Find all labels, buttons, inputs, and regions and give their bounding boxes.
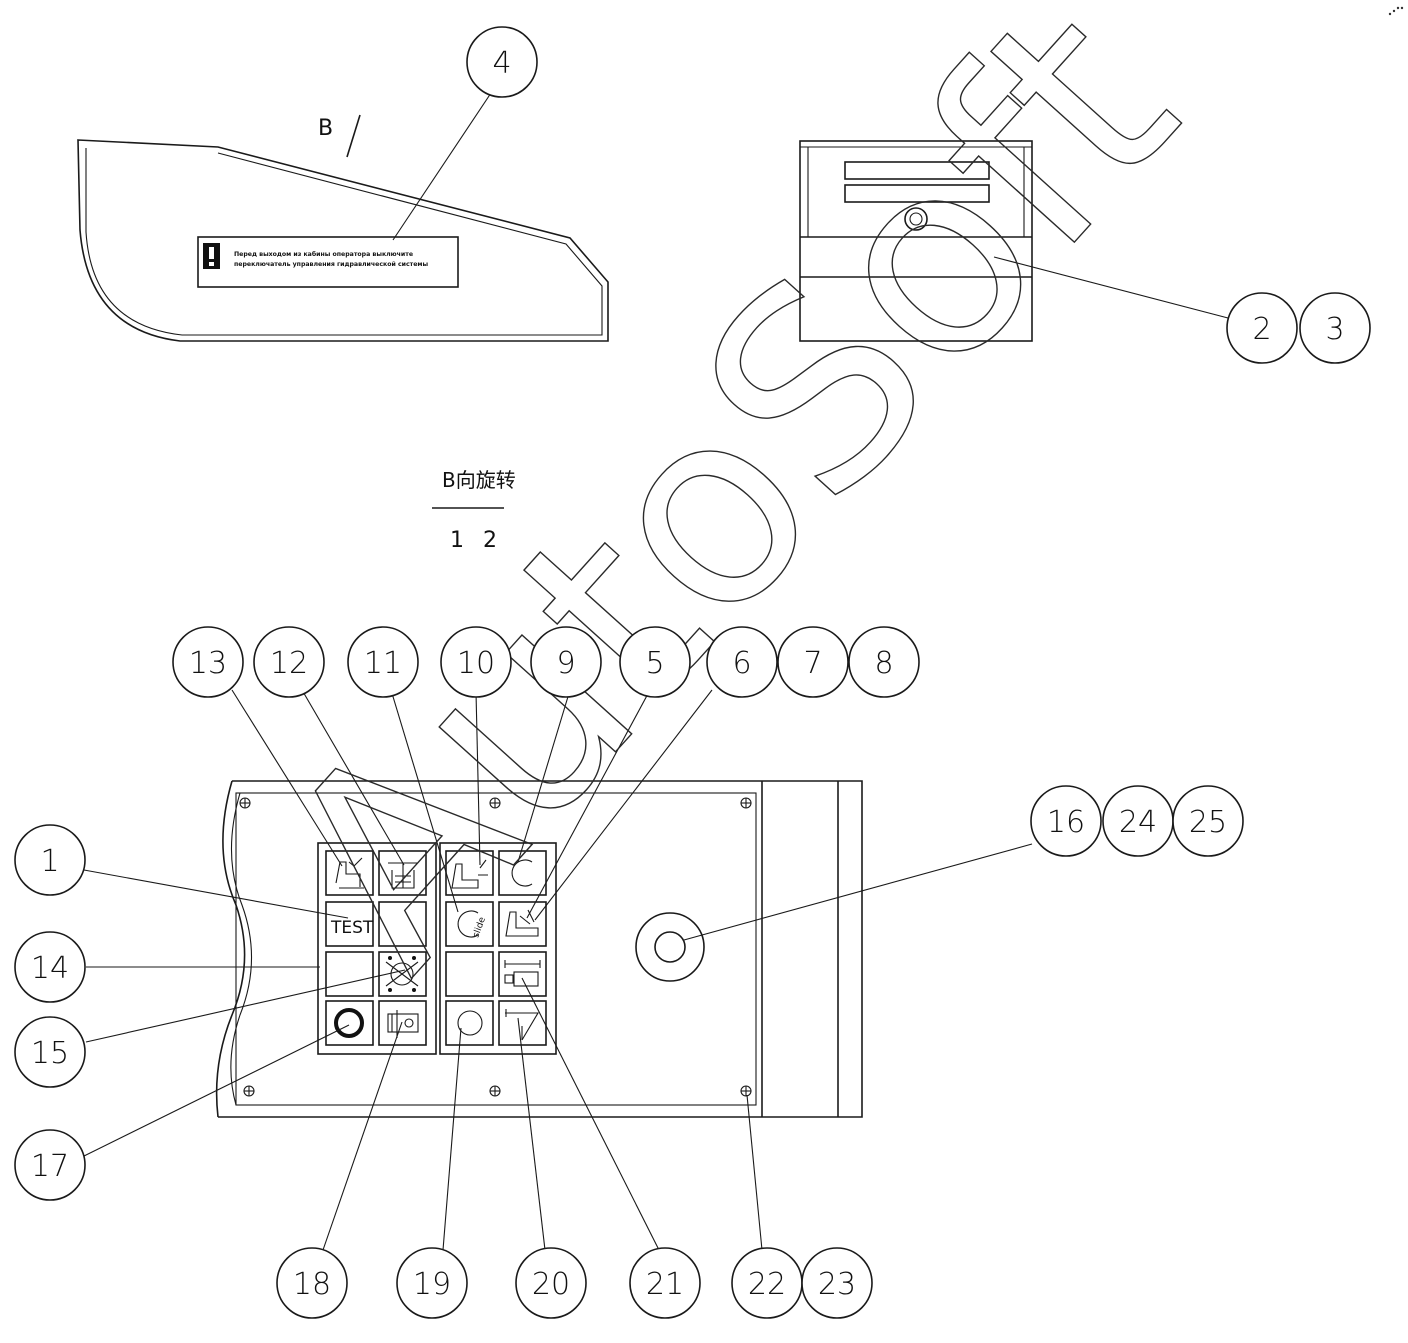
svg-text:11: 11	[364, 646, 402, 681]
panel-button-13[interactable]	[325, 850, 374, 896]
panel-button-1[interactable]	[325, 901, 374, 947]
leader-lines	[81, 89, 1229, 1251]
svg-text:24: 24	[1119, 805, 1157, 840]
panel-button-14[interactable]	[325, 951, 374, 997]
corner-mark-icon	[1388, 6, 1404, 16]
panel-button-20[interactable]	[498, 1000, 547, 1046]
rotate-icon	[511, 859, 533, 887]
round-switch[interactable]	[635, 912, 705, 982]
balloon-20: 20	[515, 1247, 587, 1319]
extend-icon	[504, 960, 541, 987]
svg-text:7: 7	[803, 646, 822, 681]
warning-text-2: переключатель управления гидравлической …	[234, 260, 428, 268]
balloon-9: 9	[530, 626, 602, 698]
balloon-16: 16	[1030, 785, 1102, 857]
svg-text:9: 9	[556, 646, 575, 681]
svg-text:8: 8	[874, 646, 893, 681]
svg-text:1: 1	[40, 844, 59, 879]
balloon-17: 17	[14, 1129, 86, 1201]
balloon-4: 4	[466, 26, 538, 98]
balloon-22: 22	[731, 1247, 803, 1319]
svg-text:10: 10	[457, 646, 495, 681]
screw-icon	[239, 797, 752, 1097]
balloon-1: 1	[14, 824, 86, 896]
svg-text:19: 19	[413, 1267, 451, 1302]
panel-button-5[interactable]	[498, 901, 547, 947]
button-grid-left	[325, 850, 427, 1046]
hydraulic-icon	[385, 956, 419, 992]
balloon-3: 3	[1299, 292, 1371, 364]
svg-text:14: 14	[31, 951, 69, 986]
balloon-6: 6	[706, 626, 778, 698]
warning-label	[197, 236, 459, 288]
panel-button-18[interactable]	[378, 1000, 427, 1046]
balloon-11: 11	[347, 626, 419, 698]
slide-rotate-icon	[457, 910, 479, 938]
svg-text:23: 23	[818, 1267, 856, 1302]
arm-up-icon	[451, 859, 488, 889]
valve-icon	[387, 1010, 419, 1038]
balloon-18: 18	[276, 1247, 348, 1319]
svg-text:15: 15	[31, 1036, 69, 1071]
panel-button-11[interactable]	[445, 901, 494, 947]
warning-text-1: Перед выходом из кабины оператора выключ…	[234, 250, 413, 258]
svg-text:2: 2	[1252, 312, 1271, 347]
front-view	[799, 140, 1033, 342]
rotation-note: B向旋转 1 2	[432, 468, 516, 553]
balloon-5: 5	[619, 626, 691, 698]
svg-text:3: 3	[1325, 312, 1344, 347]
balloon-10: 10	[440, 626, 512, 698]
svg-text:12: 12	[270, 646, 308, 681]
svg-text:6: 6	[732, 646, 751, 681]
panel-button-blank-a[interactable]	[378, 901, 427, 947]
svg-text:4: 4	[492, 46, 511, 81]
balloon-7: 7	[777, 626, 849, 698]
panel-button-15[interactable]	[378, 951, 427, 997]
svg-text:22: 22	[748, 1267, 786, 1302]
balloon-15: 15	[14, 1016, 86, 1088]
circle-button-icon	[457, 1010, 483, 1036]
part-balloons: 4 2 3 13 12 11 10 9 5 6 7 8 1 14 15 17 1…	[14, 26, 1371, 1319]
control-panel: TEST slide	[215, 780, 863, 1118]
panel-button-9[interactable]	[498, 850, 547, 896]
button-grid-right	[445, 850, 547, 1046]
balloon-23: 23	[801, 1247, 873, 1319]
panel-button-blank-b[interactable]	[445, 951, 494, 997]
balloon-12: 12	[253, 626, 325, 698]
test-label: TEST	[330, 918, 374, 938]
excavator-icon	[335, 857, 364, 889]
bucket-icon	[388, 862, 418, 889]
svg-text:5: 5	[645, 646, 664, 681]
rotation-scale: 1 2	[450, 528, 503, 553]
panel-button-12[interactable]	[378, 850, 427, 896]
panel-button-17[interactable]	[325, 1000, 374, 1046]
balloon-2: 2	[1226, 292, 1298, 364]
svg-text:18: 18	[293, 1267, 331, 1302]
retract-icon	[505, 1009, 539, 1041]
rotation-title: B向旋转	[442, 468, 516, 492]
balloon-25: 25	[1172, 785, 1244, 857]
balloon-8: 8	[848, 626, 920, 698]
svg-text:17: 17	[31, 1149, 69, 1184]
svg-text:25: 25	[1189, 805, 1227, 840]
panel-button-21[interactable]	[498, 951, 547, 997]
balloon-21: 21	[629, 1247, 701, 1319]
svg-text:21: 21	[646, 1267, 684, 1302]
balloon-24: 24	[1102, 785, 1174, 857]
svg-text:16: 16	[1047, 805, 1085, 840]
arm-down-icon	[505, 909, 539, 937]
balloon-13: 13	[172, 626, 244, 698]
watermark: AutoSoft	[223, 0, 1233, 1023]
balloon-19: 19	[396, 1247, 468, 1319]
direction-mark: B	[318, 116, 333, 141]
panel-button-19[interactable]	[445, 1000, 494, 1046]
ring-button-icon	[334, 1008, 364, 1038]
balloon-14: 14	[14, 931, 86, 1003]
side-view: B Перед выходом из кабины оператора выкл…	[77, 114, 609, 342]
svg-text:13: 13	[189, 646, 227, 681]
svg-text:20: 20	[532, 1267, 570, 1302]
